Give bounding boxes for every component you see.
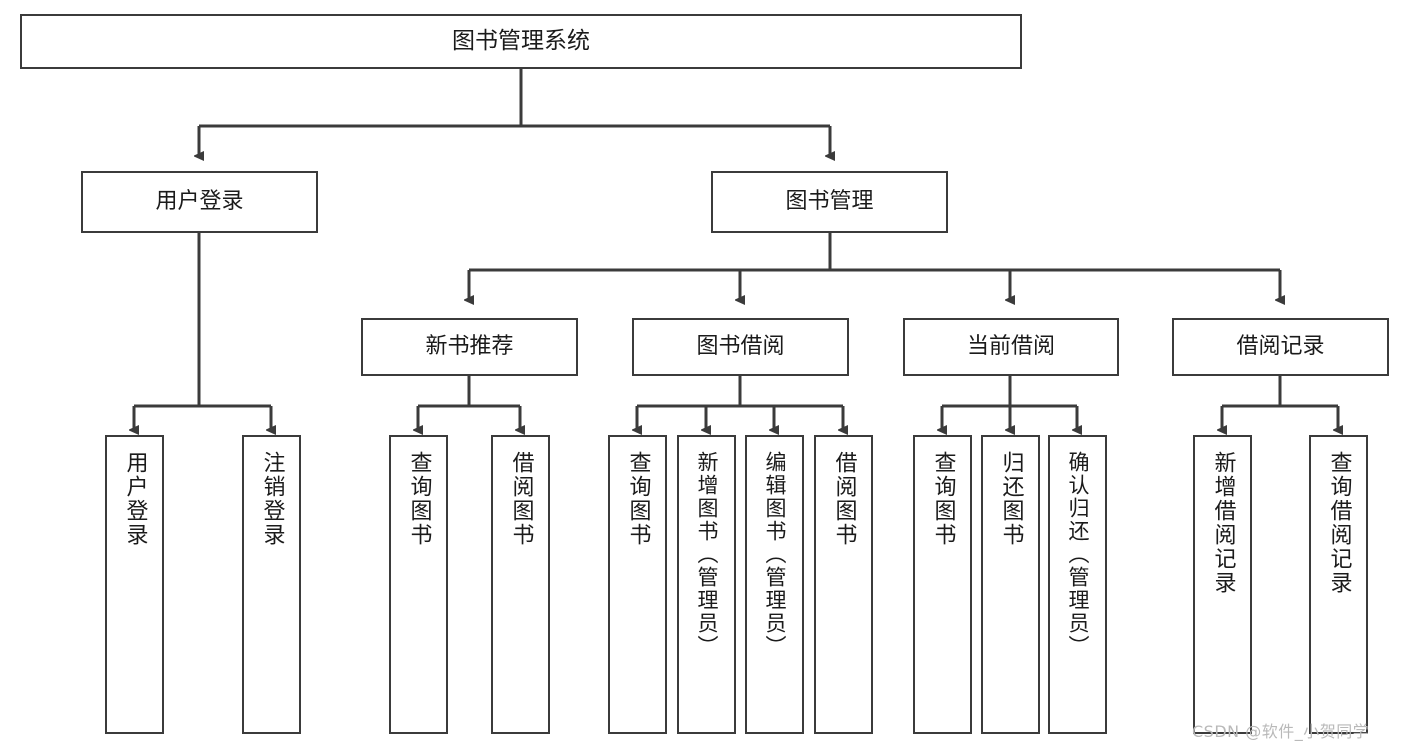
node-label: 新增借阅记录 [1210, 451, 1236, 595]
node-label: 图书管理系统 [452, 27, 590, 54]
node-current-borrow[interactable]: 当前借阅 [903, 318, 1119, 376]
leaf-query-book-borrow[interactable]: 查询图书 [608, 435, 667, 734]
leaf-user-login[interactable]: 用户登录 [105, 435, 164, 734]
node-label: 用户登录 [122, 451, 148, 547]
csdn-watermark: CSDN @软件_小贺同学 [1192, 722, 1370, 741]
leaf-query-book-current[interactable]: 查询图书 [913, 435, 972, 734]
node-label: 查询图书 [625, 451, 651, 547]
node-label: 编辑图书（管理员） [763, 451, 787, 658]
leaf-add-borrow-record[interactable]: 新增借阅记录 [1193, 435, 1252, 734]
node-label: 当前借阅 [966, 334, 1055, 360]
node-book-management-system[interactable]: 图书管理系统 [20, 14, 1022, 69]
node-label: 新增图书（管理员） [695, 451, 719, 658]
leaf-borrow-book-borrow[interactable]: 借阅图书 [814, 435, 873, 734]
node-label: 借阅图书 [831, 451, 857, 547]
node-new-book-recommend[interactable]: 新书推荐 [361, 318, 578, 376]
leaf-add-book[interactable]: 新增图书（管理员） [677, 435, 736, 734]
node-label: 归还图书 [998, 451, 1024, 547]
node-label: 用户登录 [155, 189, 244, 215]
leaf-logout-login[interactable]: 注销登录 [242, 435, 301, 734]
node-label: 图书管理 [785, 189, 874, 215]
leaf-confirm-return[interactable]: 确认归还（管理员） [1048, 435, 1107, 734]
leaf-return-book[interactable]: 归还图书 [981, 435, 1040, 734]
node-user-login[interactable]: 用户登录 [81, 171, 318, 233]
node-book-borrow[interactable]: 图书借阅 [632, 318, 849, 376]
node-label: 借阅记录 [1236, 334, 1325, 360]
node-label: 注销登录 [259, 451, 285, 547]
leaf-edit-book[interactable]: 编辑图书（管理员） [745, 435, 804, 734]
leaf-query-book-recommend[interactable]: 查询图书 [389, 435, 448, 734]
node-label: 确认归还（管理员） [1066, 451, 1090, 658]
node-label: 图书借阅 [696, 334, 785, 360]
node-label: 查询图书 [930, 451, 956, 547]
node-book-management[interactable]: 图书管理 [711, 171, 948, 233]
node-label: 借阅图书 [508, 451, 534, 547]
node-label: 查询图书 [406, 451, 432, 547]
leaf-query-borrow-record[interactable]: 查询借阅记录 [1309, 435, 1368, 734]
node-borrow-record[interactable]: 借阅记录 [1172, 318, 1389, 376]
node-label: 查询借阅记录 [1326, 451, 1352, 595]
leaf-borrow-book-recommend[interactable]: 借阅图书 [491, 435, 550, 734]
node-label: 新书推荐 [425, 334, 514, 360]
